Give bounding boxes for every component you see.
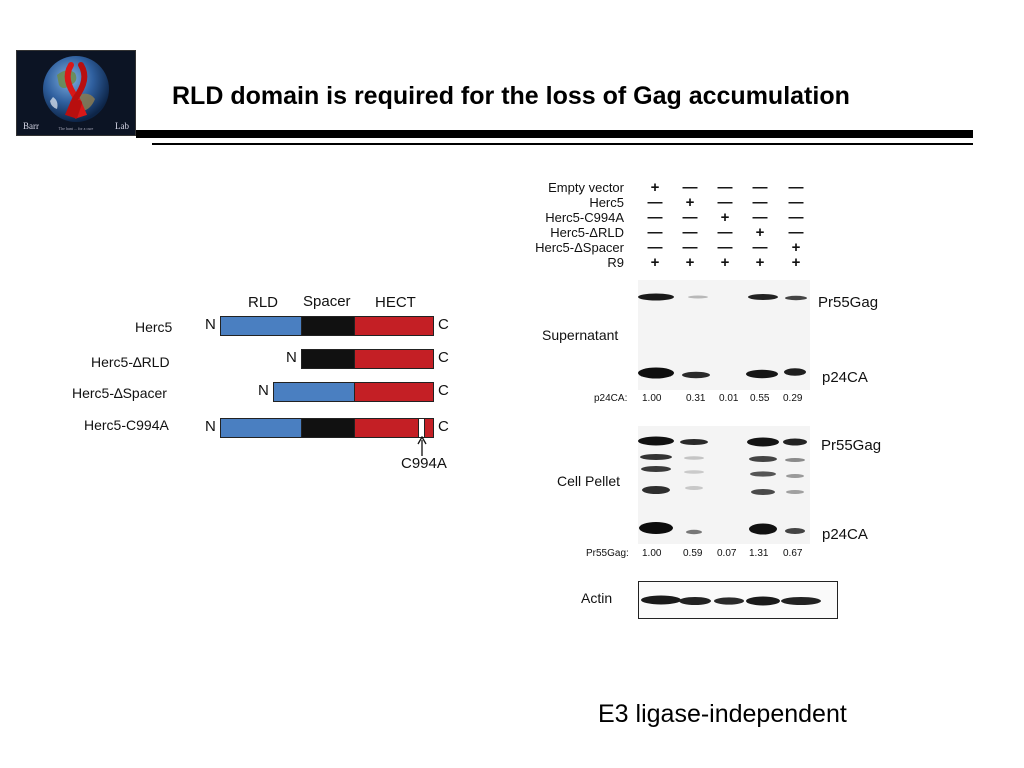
rld-domain — [220, 316, 302, 336]
rld-domain — [273, 382, 355, 402]
condition-label: Herc5 — [589, 195, 624, 210]
mutation-arrow-icon — [417, 436, 427, 456]
condition-sign: — — [752, 194, 768, 211]
condition-sign: — — [682, 209, 698, 226]
condition-sign: + — [685, 254, 695, 271]
footer-note: E3 ligase-independent — [598, 700, 847, 728]
segment-label-rld: RLD — [248, 294, 279, 311]
logo-left-text: Barr — [23, 121, 39, 131]
band-label-p24ca: p24CA — [822, 526, 868, 543]
n-terminus-label: N — [286, 349, 297, 366]
spacer-domain — [301, 349, 355, 369]
actin-label: Actin — [581, 590, 613, 606]
supernatant-blot-image — [638, 280, 810, 390]
condition-sign: — — [788, 209, 804, 226]
cell-pellet-blot-image — [638, 426, 810, 544]
logo-tagline: The hunt ... for a cure — [58, 126, 94, 131]
title-rule-thick — [136, 130, 973, 138]
c-terminus-label: C — [438, 349, 449, 366]
band-label-pr55gag: Pr55Gag — [821, 437, 882, 454]
spacer-domain — [301, 418, 355, 438]
construct-label-herc5-drld: Herc5-∆RLD — [91, 354, 170, 370]
condition-sign: + — [650, 179, 660, 196]
condition-sign: — — [717, 179, 733, 196]
cell-pellet-label: Cell Pellet — [557, 473, 621, 489]
hect-domain — [354, 418, 434, 438]
earth-red-ribbon-icon — [43, 56, 109, 122]
c-terminus-label: C — [438, 316, 449, 333]
hect-domain — [354, 382, 434, 402]
construct-label-herc5: Herc5 — [135, 319, 173, 335]
lab-logo: Barr The hunt ... for a cure Lab — [16, 50, 136, 136]
condition-sign: — — [752, 179, 768, 196]
condition-sign: — — [647, 209, 663, 226]
logo-right-text: Lab — [115, 121, 129, 131]
supernatant-label: Supernatant — [542, 327, 619, 343]
n-terminus-label: N — [205, 316, 216, 333]
c-terminus-label: C — [438, 382, 449, 399]
condition-label: Herc5-ΔSpacer — [535, 240, 624, 255]
condition-sign: + — [791, 239, 801, 256]
condition-label: Herc5-ΔRLD — [550, 225, 624, 240]
n-terminus-label: N — [258, 382, 269, 399]
quant-value: 0.59 — [683, 548, 703, 559]
condition-sign: + — [755, 254, 765, 271]
condition-sign: — — [788, 194, 804, 211]
condition-sign: — — [647, 224, 663, 241]
condition-sign: + — [720, 254, 730, 271]
condition-sign: + — [685, 194, 695, 211]
quant-value: 0.07 — [717, 548, 737, 559]
band-label-pr55gag: Pr55Gag — [818, 294, 879, 311]
quant-value: 1.00 — [642, 548, 662, 559]
condition-sign: — — [788, 179, 804, 196]
actin-blot-image — [641, 595, 821, 606]
c994a-mutation-site — [418, 418, 425, 438]
quant-value: 0.01 — [719, 393, 739, 404]
condition-sign: + — [650, 254, 660, 271]
quant-value: 0.31 — [686, 393, 706, 404]
condition-label: Empty vector — [548, 180, 624, 195]
hect-domain — [354, 349, 434, 369]
title-rule-thin — [152, 143, 973, 145]
condition-sign: + — [791, 254, 801, 271]
segment-label-spacer: Spacer — [303, 293, 351, 310]
actin-blot-frame — [638, 581, 838, 619]
hect-domain — [354, 316, 434, 336]
quant-label: Pr55Gag: — [586, 548, 629, 559]
condition-sign: — — [717, 239, 733, 256]
construct-label-herc5-c994a: Herc5-C994A — [84, 417, 169, 433]
condition-sign: — — [717, 224, 733, 241]
condition-sign: — — [682, 239, 698, 256]
quant-value: 0.67 — [783, 548, 803, 559]
quant-value: 1.31 — [749, 548, 769, 559]
condition-sign: — — [682, 224, 698, 241]
segment-label-hect: HECT — [375, 294, 416, 311]
condition-label: R9 — [607, 255, 624, 270]
condition-sign: — — [788, 224, 804, 241]
construct-label-herc5-dspacer: Herc5-∆Spacer — [72, 385, 167, 401]
condition-label: Herc5-C994A — [545, 210, 624, 225]
condition-sign: — — [647, 239, 663, 256]
condition-sign: — — [717, 194, 733, 211]
band-label-p24ca: p24CA — [822, 369, 868, 386]
n-terminus-label: N — [205, 418, 216, 435]
quant-label: p24CA: — [594, 393, 628, 404]
quant-value: 1.00 — [642, 393, 662, 404]
spacer-domain — [301, 316, 355, 336]
condition-sign: + — [755, 224, 765, 241]
condition-sign: — — [682, 179, 698, 196]
slide-title: RLD domain is required for the loss of G… — [172, 82, 850, 110]
condition-sign: — — [647, 194, 663, 211]
condition-sign: — — [752, 239, 768, 256]
mutation-label: C994A — [401, 455, 447, 472]
quant-value: 0.29 — [783, 393, 803, 404]
condition-sign: + — [720, 209, 730, 226]
rld-domain — [220, 418, 302, 438]
c-terminus-label: C — [438, 418, 449, 435]
condition-sign: — — [752, 209, 768, 226]
quant-value: 0.55 — [750, 393, 770, 404]
